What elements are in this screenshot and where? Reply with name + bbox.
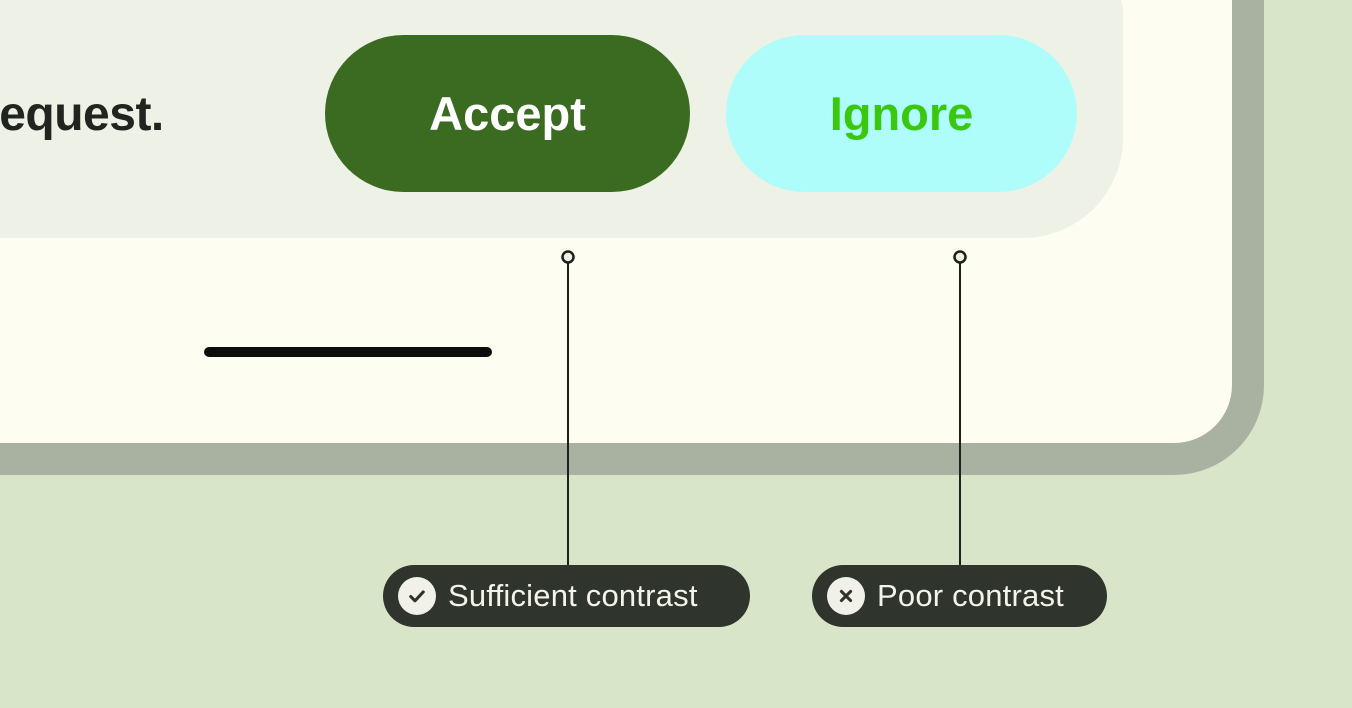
- accept-button[interactable]: Accept: [325, 35, 690, 192]
- annotation-label: Poor contrast: [877, 578, 1064, 613]
- annotation-label: Sufficient contrast: [448, 578, 698, 613]
- check-circle-icon: [398, 577, 436, 615]
- message-text: a request.: [0, 88, 164, 141]
- annotation-poor-contrast: Poor contrast: [812, 565, 1107, 627]
- ignore-button[interactable]: Ignore: [726, 35, 1077, 192]
- device-screen: a request. Accept Ignore: [0, 0, 1232, 443]
- text-underline-bar: [204, 347, 492, 357]
- x-circle-icon: [827, 577, 865, 615]
- annotation-sufficient-contrast: Sufficient contrast: [383, 565, 750, 627]
